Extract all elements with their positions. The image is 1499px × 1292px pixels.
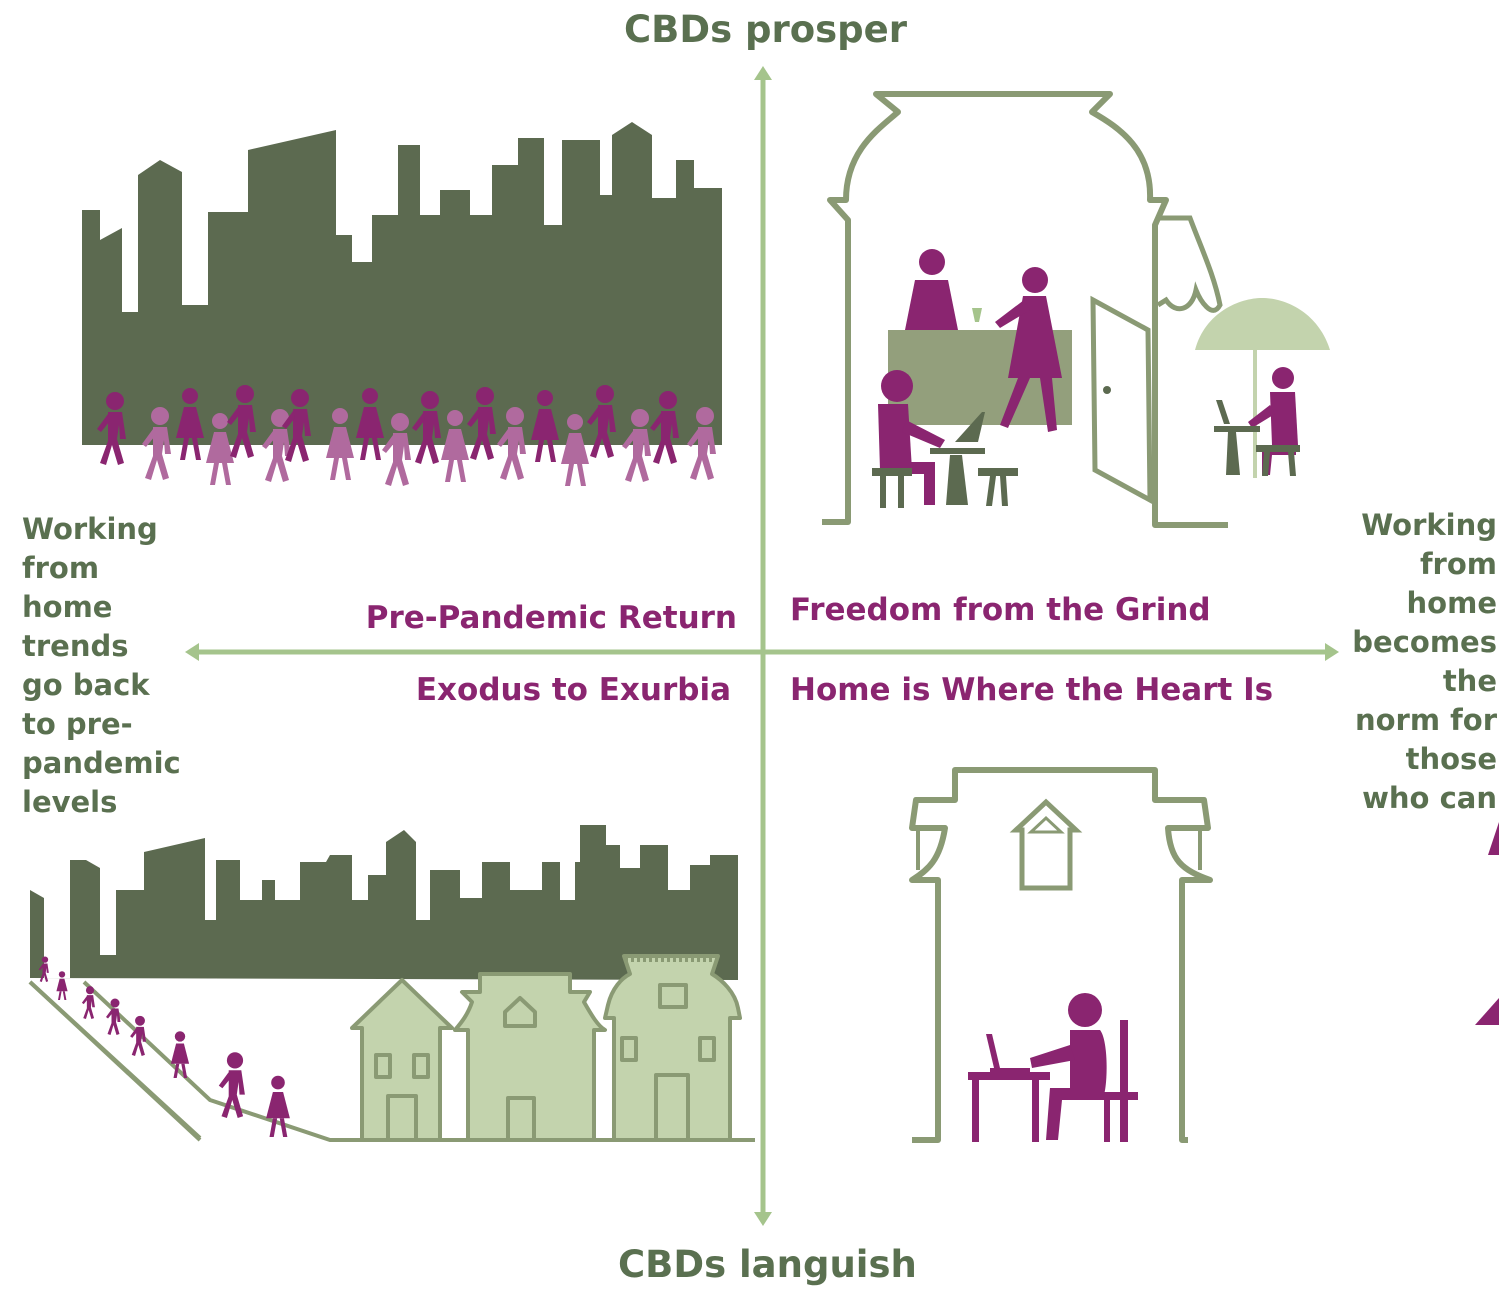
barista [905,249,958,330]
axis-label-left-line: from [22,551,100,585]
skyline-top [82,122,722,445]
axis-label-right-line: who can [1362,781,1497,815]
axis-label-right-line: norm for [1354,703,1497,737]
cafe-illustration [822,91,1330,528]
axis-label-left-line: go back [22,668,150,702]
axis-label-right-line: those [1405,742,1497,776]
edge-partial-figure [1475,822,1499,1025]
quadrant-label-top-left: Pre-Pandemic Return [365,600,737,636]
axis-label-right-line: the [1442,664,1497,698]
arrow-left-icon [185,643,199,661]
arrow-up-icon [754,66,772,80]
axes [185,66,1339,1226]
arrow-right-icon [1325,643,1339,661]
axis-label-left: Working from home trends go back to pre-… [22,510,202,822]
axis-label-left-line: home [22,590,113,624]
axis-label-bottom: CBDs languish [618,1243,917,1286]
axis-label-right-line: from [1419,547,1497,581]
quadrant-label-bottom-right: Home is Where the Heart Is [790,672,1274,708]
customer-standing [995,267,1062,432]
exodus-illustration [28,825,755,1142]
suburban-houses [350,954,742,1142]
customer-seated-laptop [872,370,1018,508]
skyline-bottom [30,825,738,980]
axis-label-left-line: trends [22,629,129,663]
exodus-walkers [38,956,290,1137]
axis-label-right-line: Working [1361,508,1497,542]
house-dormer [1009,798,1083,891]
quadrant-label-bottom-left: Exodus to Exurbia [415,672,731,708]
cafe-building-outline [822,91,1228,528]
house-outline [909,767,1213,1143]
axis-label-left-line: levels [22,785,118,819]
axis-label-top: CBDs prosper [624,8,907,51]
person-working-laptop [968,993,1138,1142]
quadrant-label-top-right: Freedom from the Grind [790,592,1211,628]
cafe-door [1090,295,1153,505]
awning [1156,215,1223,313]
patio-umbrella-table [1195,298,1330,478]
home-office-illustration [909,767,1213,1143]
axis-label-right-line: becomes [1352,625,1497,659]
axis-label-left-line: to pre- [22,707,133,741]
axis-label-left-line: Working [22,512,158,546]
city-skyline-crowd-illustration [82,122,722,486]
axis-label-right: Working from home becomes the norm for t… [1317,506,1497,818]
arrow-down-icon [754,1212,772,1226]
axis-label-left-line: pandemic [22,746,181,780]
axis-label-right-line: home [1406,586,1497,620]
